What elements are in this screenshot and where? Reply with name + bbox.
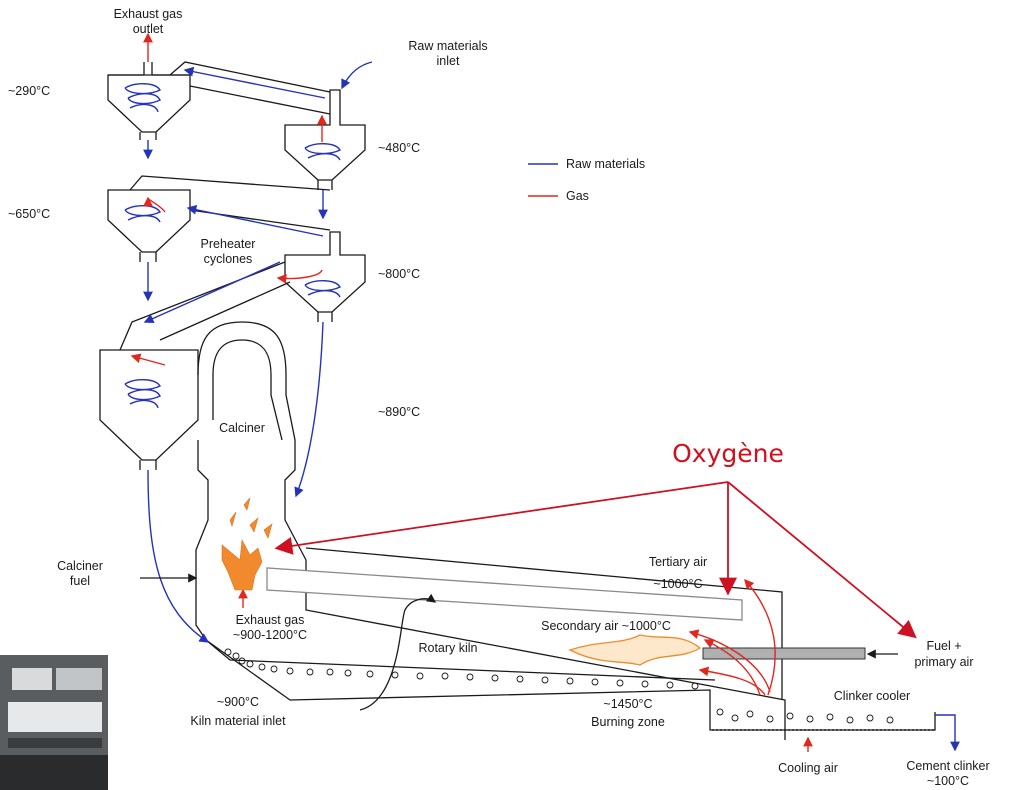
label-kiln-inlet: Kiln material inlet [190, 714, 286, 728]
label-fuel-2: primary air [914, 655, 973, 669]
label-tertiary-2: ~1000°C [653, 577, 702, 591]
label-temp-480: ~480°C [378, 141, 420, 155]
label-secondary-air: Secondary air ~1000°C [541, 619, 671, 633]
legend-raw-label: Raw materials [566, 157, 645, 171]
label-burning-zone: Burning zone [591, 715, 665, 729]
label-clinker-cooler: Clinker cooler [834, 689, 910, 703]
label-temp-890: ~890°C [378, 405, 420, 419]
label-temp-1450: ~1450°C [603, 697, 652, 711]
kiln-flame [570, 635, 700, 665]
raw-material-flow [125, 62, 955, 750]
legend-gas-label: Gas [566, 189, 589, 203]
rotary-kiln [206, 548, 935, 730]
calciner [196, 322, 785, 740]
preheater-stage-3 [100, 262, 290, 470]
label-temp-290: ~290°C [8, 84, 50, 98]
label-calciner: Calciner [219, 421, 265, 435]
label-exhaust-gas-1: Exhaust gas [236, 613, 305, 627]
label-cement-1: Cement clinker [906, 759, 989, 773]
clinker-particles [225, 649, 893, 723]
label-calciner-fuel-2: fuel [70, 574, 90, 588]
label-calciner-fuel-1: Calciner [57, 559, 103, 573]
label-temp-650: ~650°C [8, 207, 50, 221]
label-raw-inlet-2: inlet [437, 54, 460, 68]
label-cooling-air: Cooling air [778, 761, 838, 775]
label-preheater-2: cyclones [204, 252, 253, 266]
label-exhaust-gas-2: ~900-1200°C [233, 628, 307, 642]
label-cement-2: ~100°C [927, 774, 969, 788]
label-exhaust-outlet-1: Exhaust gas [114, 7, 183, 21]
label-fuel-1: Fuel + [926, 639, 961, 653]
oxygen-arrows [278, 482, 914, 636]
calciner-flame [222, 498, 272, 590]
label-rotary-kiln: Rotary kiln [418, 641, 477, 655]
preheater-stage-1 [108, 62, 365, 190]
label-raw-inlet-1: Raw materials [408, 39, 487, 53]
label-temp-800: ~800°C [378, 267, 420, 281]
photo-fragment [0, 655, 108, 790]
label-preheater-1: Preheater [201, 237, 256, 251]
label-exhaust-outlet-2: outlet [133, 22, 164, 36]
label-tertiary-1: Tertiary air [649, 555, 707, 569]
label-temp-900: ~900°C [217, 695, 259, 709]
oxygen-annotation: Oxygène [672, 439, 784, 468]
